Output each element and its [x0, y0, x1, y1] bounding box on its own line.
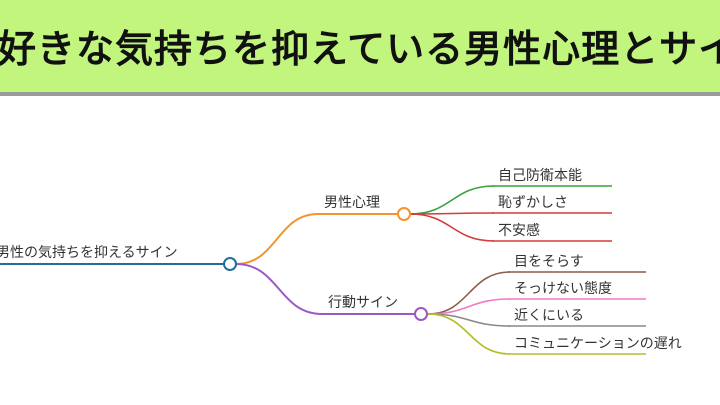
- root-node-circle: [223, 257, 237, 271]
- branch-node-circle: [414, 307, 428, 321]
- leaf-label: 自己防衛本能: [498, 168, 582, 184]
- leaf-connector: [427, 271, 511, 315]
- leaf-label: 不安感: [498, 222, 540, 239]
- leaf-label: 近くにいる: [514, 308, 584, 324]
- branch-connector: [235, 263, 323, 315]
- branch-label: 行動サイン: [328, 295, 398, 311]
- leaf-connector: [409, 185, 495, 215]
- leaf-label: 目をそらす: [514, 254, 584, 270]
- leaf-connector: [409, 213, 495, 242]
- branch-connector: [235, 213, 319, 265]
- title-banner: 好きな気持ちを抑えている男性心理とサイン: [0, 0, 720, 96]
- leaf-label: コミュニケーションの遅れ: [514, 336, 682, 352]
- branch-label: 男性心理: [324, 195, 380, 211]
- page-title: 好きな気持ちを抑えている男性心理とサイン: [0, 27, 720, 71]
- root-label: 男性の気持ちを抑えるサイン: [0, 245, 178, 261]
- leaf-label: 恥ずかしさ: [498, 195, 568, 211]
- branch-node-circle: [397, 207, 411, 221]
- leaf-label: そっけない態度: [514, 281, 612, 297]
- leaf-connector: [427, 313, 511, 355]
